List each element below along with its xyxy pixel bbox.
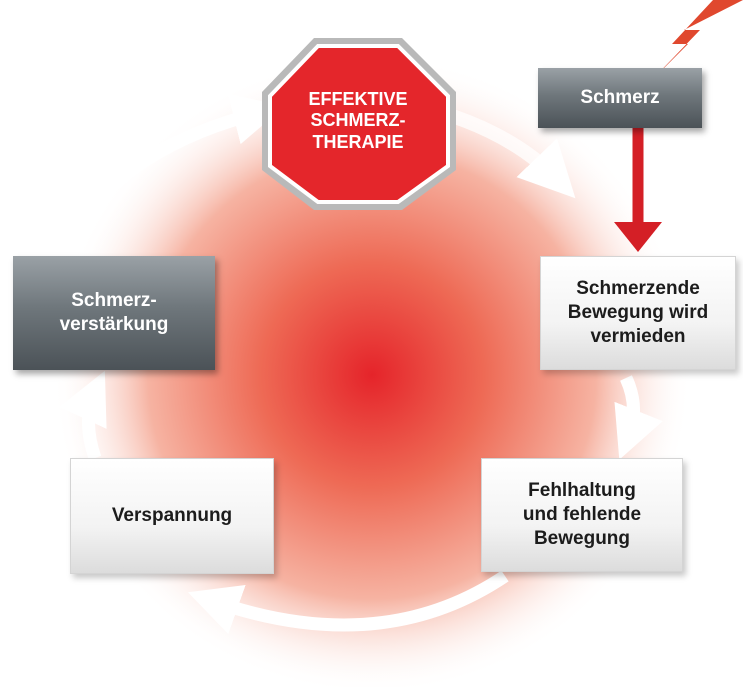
node-verspannung-label: Verspannung — [111, 505, 233, 527]
node-verstaerkung: Schmerz- verstärkung — [13, 256, 215, 370]
arrow-fehlhaltung-to-verspannung — [187, 570, 509, 635]
node-fehlhaltung: Fehlhaltung und fehlende Bewegung — [481, 458, 683, 572]
node-verspannung: Verspannung — [70, 458, 274, 574]
red-arrow-head — [614, 222, 662, 252]
node-fehlhaltung-label: Fehlhaltung und fehlende Bewegung — [522, 480, 642, 549]
node-schmerz: Schmerz — [538, 68, 702, 128]
arrow-verstaerkung-to-stop — [54, 93, 285, 259]
node-verstaerkung-label: Schmerz- verstärkung — [59, 290, 169, 335]
node-schmerz-label: Schmerz — [580, 87, 660, 109]
node-vermieden-label: Schmerzende Bewegung wird vermieden — [567, 278, 709, 347]
stop-sign — [268, 44, 450, 204]
node-vermieden: Schmerzende Bewegung wird vermieden — [540, 256, 736, 370]
arrow-stop-to-vermieden — [437, 105, 576, 199]
arrow-verspannung-to-verstaerkung — [59, 370, 107, 461]
stop-sign-label: EFFEKTIVE SCHMERZ- THERAPIE — [308, 88, 408, 152]
arrow-vermieden-to-fehlhaltung — [614, 375, 663, 460]
